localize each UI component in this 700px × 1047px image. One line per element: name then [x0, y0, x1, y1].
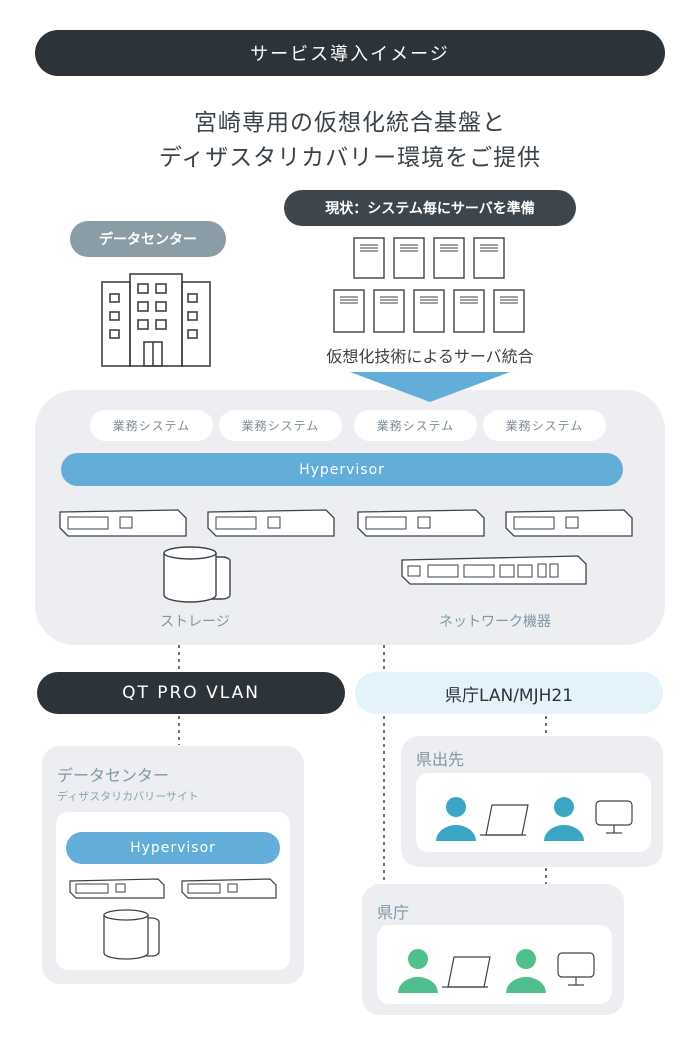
connector-lines	[178, 645, 547, 890]
current-status-label: 現状：システム毎にサーバを準備	[284, 190, 576, 226]
datacenter-label: データセンター	[70, 221, 226, 257]
consolidation-label: 仮想化技術によるサーバ統合	[326, 347, 534, 366]
storage-label: ストレージ	[160, 614, 230, 630]
qt-pro-vlan-label: QT PRO VLAN	[37, 672, 345, 714]
dr-storage-icon	[103, 909, 160, 960]
business-system-3: 業務システム	[354, 410, 477, 441]
business-system-4: 業務システム	[483, 410, 606, 441]
business-system-1: 業務システム	[90, 410, 213, 441]
server-racks-icon	[333, 237, 525, 333]
building-icon	[101, 273, 211, 367]
branch-users-icon	[436, 797, 633, 841]
storage-icon	[163, 546, 231, 603]
dr-server-units-icon	[69, 878, 277, 899]
page-header: サービス導入イメージ	[35, 30, 665, 76]
headline-line-2: ディザスタリカバリー環境をご提供	[158, 145, 542, 171]
prefectural-lan-label: 県庁LAN/MJH21	[355, 672, 663, 714]
headline-line-1: 宮崎専用の仮想化統合基盤と	[194, 110, 506, 136]
network-label: ネットワーク機器	[439, 614, 551, 630]
dr-hypervisor-bar: Hypervisor	[66, 832, 280, 864]
dr-site-subtitle: ディザスタリカバリーサイト	[57, 790, 199, 803]
network-switch-icon	[401, 555, 587, 585]
branch-office-title: 県出先	[416, 750, 465, 769]
prefecture-users-icon	[398, 949, 595, 993]
hypervisor-bar: Hypervisor	[61, 453, 623, 486]
server-units-icon	[59, 509, 633, 537]
prefectural-office-title: 県庁	[377, 903, 410, 922]
dr-site-title: データセンター	[57, 766, 170, 785]
business-system-2: 業務システム	[219, 410, 342, 441]
arrow-down-icon	[350, 372, 510, 402]
